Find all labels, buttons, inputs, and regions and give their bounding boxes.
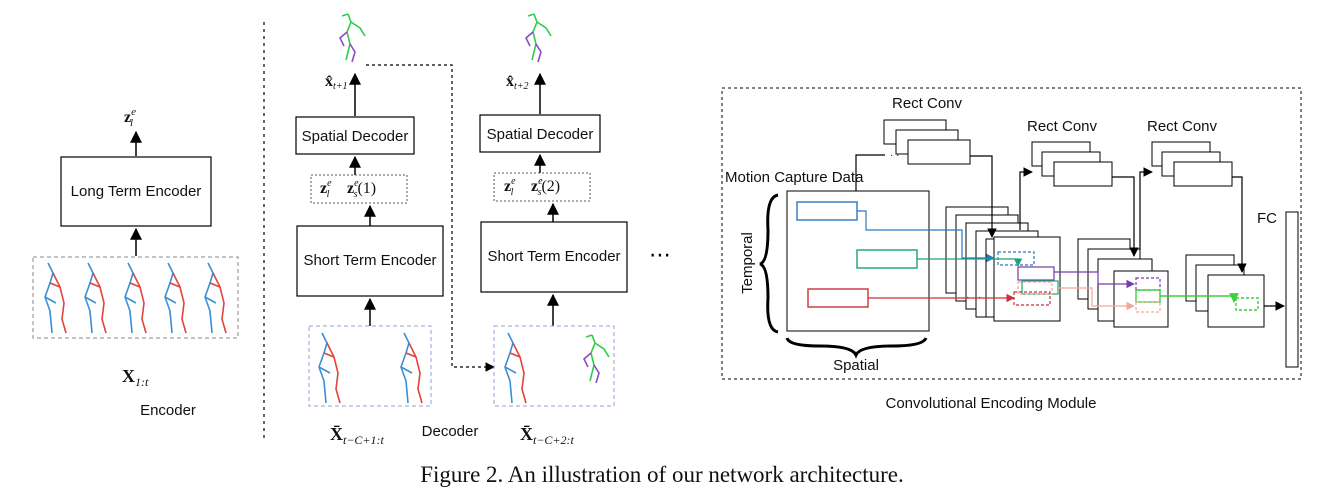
short-term-encoder-2-box — [480, 221, 628, 293]
skeleton-pose-2 — [84, 262, 107, 334]
rect-conv-1-to-features-arrow — [970, 155, 997, 238]
feature-map-2-d — [1113, 270, 1169, 328]
skeleton-pose-3 — [124, 262, 147, 334]
decoder-input-2-pose-a — [504, 332, 527, 404]
conv-module-frame — [721, 87, 1302, 380]
long-term-encoder-label: Long Term Encoder — [71, 183, 202, 200]
decoder-input-1-pose-a — [318, 332, 341, 404]
temporal-brace — [759, 193, 779, 334]
motion-capture-data-matrix — [786, 190, 930, 332]
rect-conv-2-to-features-arrow — [1112, 176, 1139, 257]
figure-caption: Figure 2. An illustration of our network… — [420, 462, 904, 487]
prediction-feedback-arrow — [366, 64, 495, 372]
latent-code-2-box — [493, 172, 591, 202]
input-to-rect-conv-1-line — [855, 154, 885, 191]
rect-conv-3-filter-c — [1173, 161, 1233, 187]
decoder-input-1-label: X̄t−C+1:t — [330, 424, 385, 447]
pink-flow-arrow — [1058, 287, 1135, 311]
purple-flow-arrow — [1054, 271, 1135, 289]
red-output-cell — [1013, 291, 1051, 306]
green-flow-arrow — [1160, 293, 1239, 303]
rect-conv-3-to-features-arrow — [1232, 176, 1247, 273]
decoder-output-2-label: x̂t+2 — [506, 73, 529, 92]
spatial-decoder-2-box — [479, 114, 601, 153]
decoder-input-2-pose-b — [583, 334, 610, 384]
rect-conv-2-label: Rect Conv — [1027, 118, 1098, 135]
rect-conv-1-label: Rect Conv — [892, 95, 963, 112]
long-term-encoder-box — [60, 156, 212, 227]
conv-module-label: Convolutional Encoding Module — [886, 395, 1097, 412]
spatial-brace — [785, 337, 928, 359]
rect-conv-1-filter-c — [907, 139, 971, 165]
skeleton-pose-4 — [164, 262, 187, 334]
short-term-encoder-1-label: Short Term Encoder — [303, 252, 436, 269]
predicted-pose-1 — [339, 13, 366, 63]
latent-code-1-box — [310, 174, 408, 204]
motion-capture-data-label: Motion Capture Data — [725, 169, 864, 186]
features-to-rect-conv-3-arrow — [1139, 167, 1153, 250]
decoder-output-1-label: x̂t+1 — [325, 73, 348, 92]
purple-cell — [1017, 266, 1055, 281]
short-term-encoder-2-label: Short Term Encoder — [487, 248, 620, 265]
rect-conv-3-label: Rect Conv — [1147, 118, 1218, 135]
more-steps-ellipsis: ⋯ — [649, 243, 671, 268]
green-output-cell — [1235, 297, 1259, 311]
spatial-decoder-1-box — [295, 116, 415, 155]
decoder-input-1-box — [308, 325, 432, 407]
temporal-label: Temporal — [739, 232, 756, 294]
fc-layer — [1285, 211, 1299, 368]
encoder-section-label: Encoder — [140, 402, 196, 419]
pink-output-cell — [1135, 301, 1161, 313]
rect-conv-2-filter-c — [1053, 161, 1113, 187]
blue-flow-arrow — [857, 210, 995, 263]
decoder-section-label: Decoder — [422, 423, 479, 440]
decoder-input-2-box — [493, 325, 615, 407]
convolutional-encoding-module: Rect Conv · · Rect Conv Rect Conv Motion… — [721, 87, 1302, 412]
spatial-label: Spatial — [833, 357, 879, 374]
pink-cell — [1017, 281, 1053, 295]
spatial-decoder-1-label: Spatial Decoder — [302, 128, 409, 145]
teal-flow-arrow — [917, 258, 1023, 267]
encoder-input-label: X1:t — [122, 366, 149, 389]
encoder-input-sequence-box — [32, 256, 239, 339]
rect-conv-1-dots: · · — [890, 150, 899, 161]
decoder-input-1-pose-b — [400, 332, 423, 404]
skeleton-pose-1 — [44, 262, 67, 334]
features-to-rect-conv-2-arrow — [1019, 167, 1033, 230]
fc-label: FC — [1257, 210, 1277, 227]
short-term-encoder-1-box — [296, 225, 444, 297]
spatial-decoder-2-label: Spatial Decoder — [487, 126, 594, 143]
predicted-pose-2 — [525, 13, 552, 63]
decoder-input-2-label: X̄t−C+2:t — [520, 424, 575, 447]
feature-map-1-f — [993, 236, 1061, 322]
skeleton-pose-5 — [204, 262, 227, 334]
